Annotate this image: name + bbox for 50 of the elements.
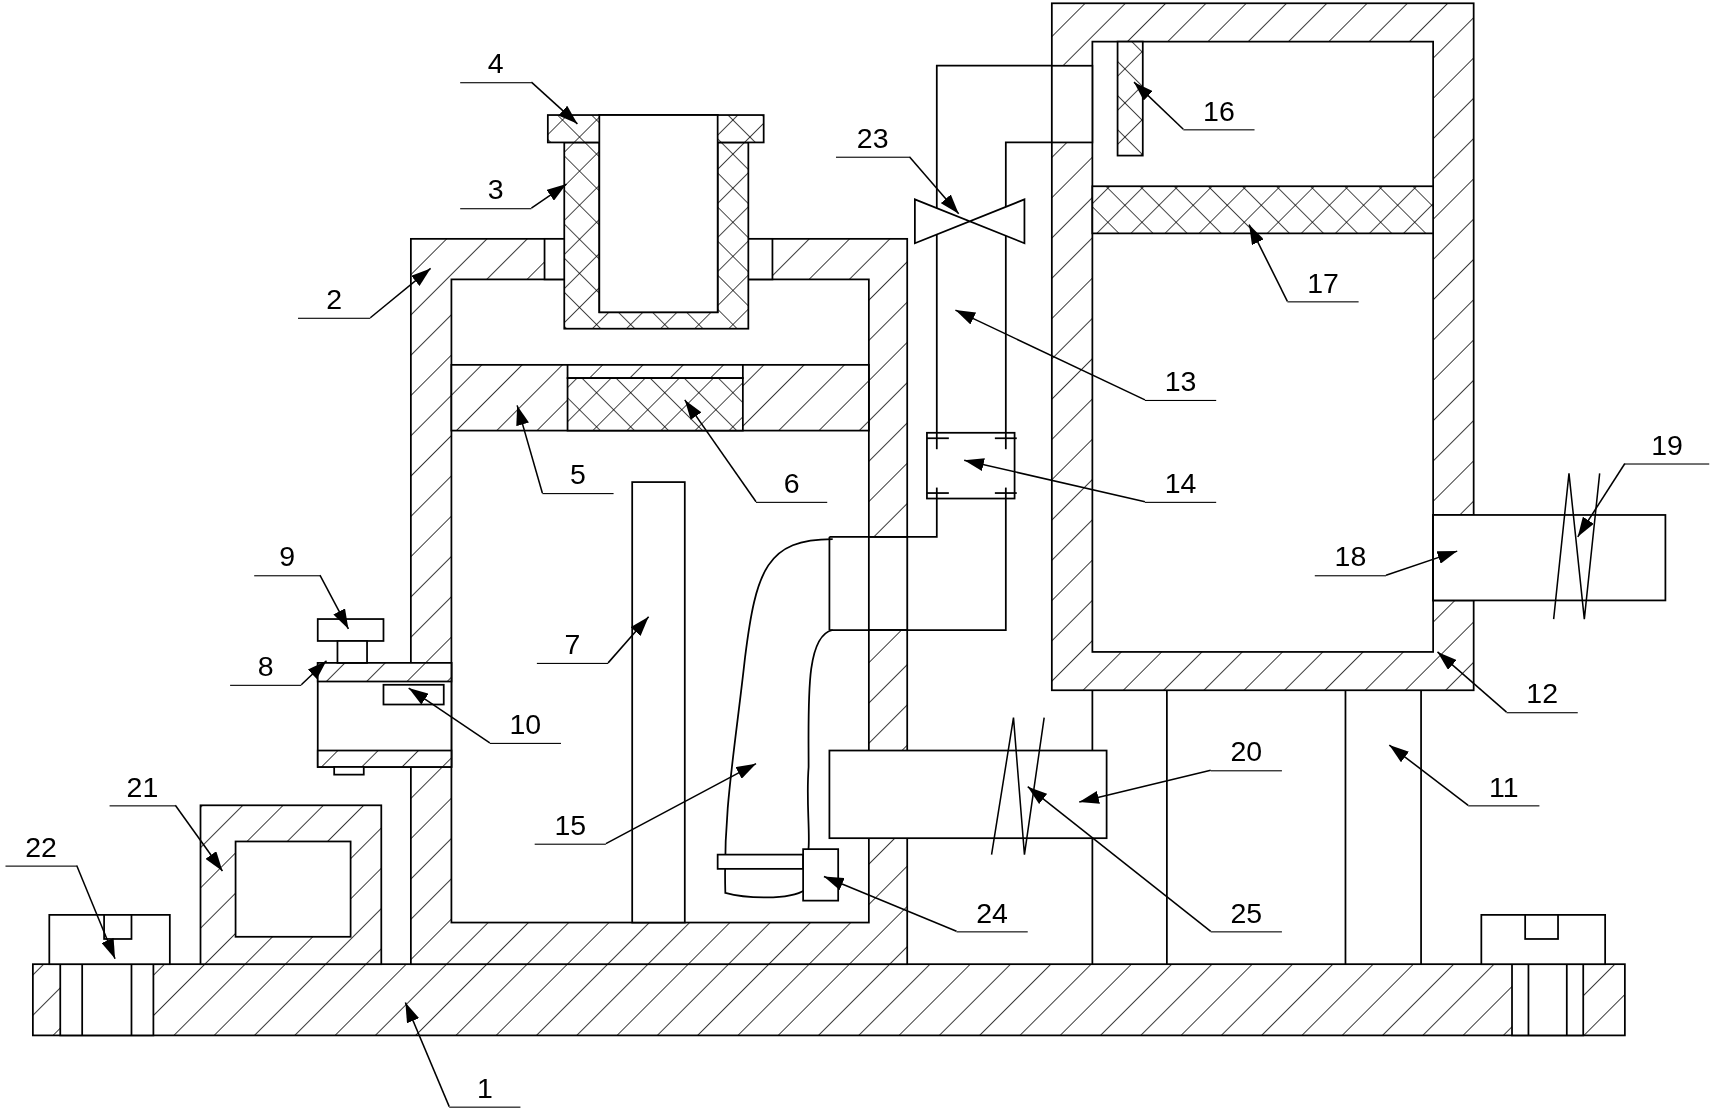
callout-number: 20 xyxy=(1230,737,1263,766)
callout-number: 22 xyxy=(25,832,57,862)
leader-line xyxy=(1133,81,1185,131)
leader-line xyxy=(516,404,544,494)
leader-line xyxy=(1026,785,1212,933)
callout-number: 18 xyxy=(1334,542,1367,571)
leader-line xyxy=(319,574,350,630)
leader-line xyxy=(300,659,328,686)
callout-number: 2 xyxy=(326,284,343,314)
callout-number: 3 xyxy=(487,175,504,204)
leader-line xyxy=(1388,744,1469,807)
callout-number: 9 xyxy=(279,542,295,571)
callout-number: 1 xyxy=(476,1073,493,1103)
leader-line xyxy=(607,616,650,664)
leader-line xyxy=(1385,550,1458,576)
leader-line xyxy=(1078,769,1212,804)
leader-line xyxy=(1436,651,1508,713)
leader-line xyxy=(530,183,568,209)
callout-number: 5 xyxy=(570,460,586,489)
callout-number: 21 xyxy=(126,772,159,801)
leader-line xyxy=(174,804,224,872)
leader-line xyxy=(404,1001,450,1108)
leader-line xyxy=(1577,462,1626,538)
leader-line xyxy=(684,399,757,503)
callout-number: 12 xyxy=(1526,679,1558,708)
callout-number: 10 xyxy=(509,710,542,739)
callout-number: 24 xyxy=(976,898,1008,927)
callout-number: 11 xyxy=(1489,772,1519,801)
callout-number: 16 xyxy=(1203,96,1235,125)
callout-number: 15 xyxy=(554,810,587,840)
callout-number: 4 xyxy=(487,49,504,78)
leader-line xyxy=(75,864,116,960)
callout-number: 25 xyxy=(1230,898,1263,927)
callout-number: 13 xyxy=(1164,367,1197,396)
leader-line xyxy=(963,458,1146,503)
callout-number: 6 xyxy=(783,468,800,498)
callout-number: 8 xyxy=(257,651,274,681)
leader-line xyxy=(1248,223,1289,303)
callout-number: 7 xyxy=(564,630,581,659)
leader-line xyxy=(369,267,432,319)
callout-number: 17 xyxy=(1307,268,1339,297)
leader-line xyxy=(407,687,491,744)
callout-number: 19 xyxy=(1651,430,1683,460)
callout-number: 14 xyxy=(1164,468,1197,498)
callout-number: 23 xyxy=(856,123,889,153)
leader-line xyxy=(908,155,960,215)
leader-line xyxy=(823,875,958,933)
leader-line xyxy=(954,309,1146,401)
leader-line xyxy=(605,762,757,845)
leader-line xyxy=(530,81,579,125)
